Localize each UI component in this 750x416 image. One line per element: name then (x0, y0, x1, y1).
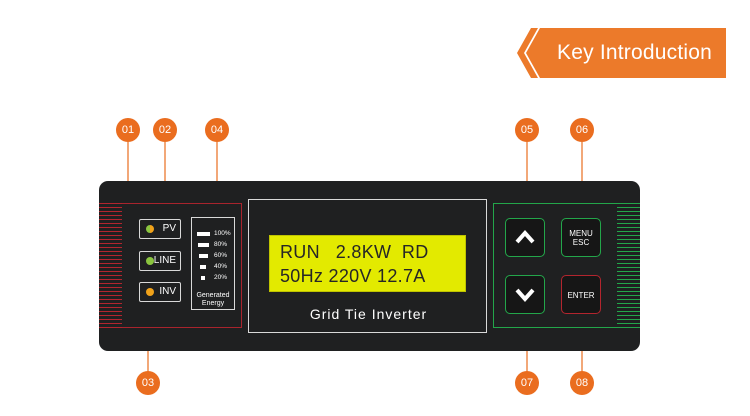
down-arrow-icon (515, 288, 535, 303)
line-label: LINE (153, 255, 176, 266)
esc-label: ESC (572, 238, 590, 247)
page-title: Key Introduction (557, 41, 712, 64)
callout-07: 07 (515, 371, 539, 395)
energy-bar-80 (198, 243, 209, 247)
energy-bar-100 (197, 232, 210, 236)
energy-level-60: 60% (214, 252, 228, 259)
down-button[interactable] (505, 275, 545, 314)
device-title: Grid Tie Inverter (309, 306, 428, 322)
callout-02: 02 (153, 118, 177, 142)
line-led-icon (146, 257, 154, 265)
pv-label: PV (162, 223, 176, 234)
callout-06: 06 (570, 118, 594, 142)
callout-01: 01 (116, 118, 140, 142)
energy-level-80: 80% (214, 241, 228, 248)
energy-bar-20 (201, 276, 205, 280)
generated-energy-label: Generated Energy (192, 292, 234, 308)
energy-bar-40 (200, 265, 206, 269)
energy-level-20: 20% (214, 274, 228, 281)
enter-label: ENTER (567, 291, 595, 300)
pv-led-icon (146, 225, 154, 233)
generated-energy-label-line2: Energy (201, 300, 225, 307)
button-group-frame (493, 203, 617, 328)
green-vent-stripes (617, 203, 640, 328)
up-button[interactable] (505, 218, 545, 257)
pv-indicator: PV (139, 219, 181, 239)
up-arrow-icon (515, 229, 535, 244)
menu-esc-button[interactable]: MENU ESC (561, 218, 601, 257)
generated-energy-label-line1: Generated (196, 292, 230, 299)
inv-led-icon (146, 288, 154, 296)
lcd-screen: RUN 2.8KW RD 50Hz 220V 12.7A (269, 235, 466, 292)
chevron-left-icon (517, 28, 546, 78)
callout-05: 05 (515, 118, 539, 142)
menu-label: MENU (569, 229, 593, 238)
generated-energy-meter: 100% 80% 60% 40% 20% Generated Energy (191, 217, 235, 310)
red-vent-stripes (99, 203, 122, 328)
display-frame: RUN 2.8KW RD 50Hz 220V 12.7A Grid Tie In… (248, 199, 487, 333)
energy-level-100: 100% (214, 230, 231, 237)
callout-08: 08 (570, 371, 594, 395)
inverter-front-panel: PV LINE INV 100% 80% 60% 40% 20% Generat… (99, 181, 640, 351)
key-introduction-tag: Key Introduction (516, 28, 726, 78)
inv-label: INV (159, 286, 176, 297)
inv-indicator: INV (139, 282, 181, 302)
header-box: Key Introduction (543, 28, 726, 78)
line-indicator: LINE (139, 251, 181, 271)
energy-level-40: 40% (214, 263, 228, 270)
callout-04: 04 (205, 118, 229, 142)
energy-bar-60 (199, 254, 208, 258)
lcd-line-2: 50Hz 220V 12.7A (280, 266, 426, 286)
indicator-group-frame (122, 203, 242, 328)
callout-03: 03 (136, 371, 160, 395)
lcd-line-1: RUN 2.8KW RD (280, 242, 429, 262)
enter-button[interactable]: ENTER (561, 275, 601, 314)
